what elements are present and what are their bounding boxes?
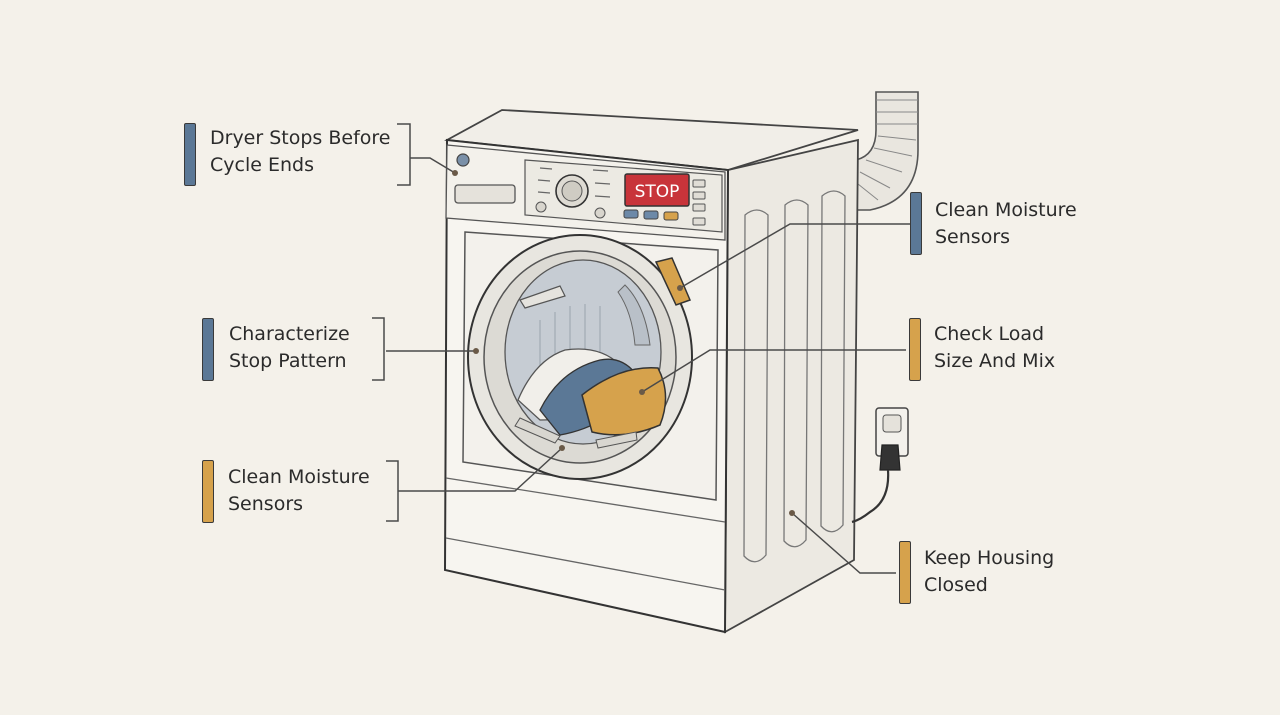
kick-panel xyxy=(445,477,726,591)
callout-check-load-bar xyxy=(909,318,921,381)
callout-dryer-stops-bar xyxy=(184,123,196,186)
callout-keep-housing-bar xyxy=(899,541,911,604)
detergent-drawer xyxy=(454,184,516,204)
leader-dots xyxy=(452,170,795,516)
wall-outlet xyxy=(851,407,909,524)
callout-dryer-stops-line1: Dryer Stops Before xyxy=(210,127,391,149)
callout-moisture-sensors-top-bar xyxy=(910,192,922,255)
callout-moisture-sensors-bottom: Clean Moisture Sensors xyxy=(228,464,370,518)
callout-characterize-line2: Stop Pattern xyxy=(229,350,347,372)
callout-moisture-sensors-bottom-line1: Clean Moisture xyxy=(228,466,370,488)
callout-characterize-line1: Characterize xyxy=(229,323,350,345)
callout-moisture-sensors-top-line2: Sensors xyxy=(935,226,1011,248)
callout-moisture-sensors-bottom-line2: Sensors xyxy=(228,493,304,515)
callout-characterize: Characterize Stop Pattern xyxy=(229,321,350,375)
stop-display-text: STOP xyxy=(635,182,680,202)
door xyxy=(467,234,693,480)
callout-keep-housing: Keep Housing Closed xyxy=(924,545,1054,599)
callout-check-load-line1: Check Load xyxy=(934,323,1045,345)
callout-characterize-bar xyxy=(202,318,214,381)
callout-moisture-sensors-bottom-bar xyxy=(202,460,214,523)
power-button xyxy=(456,153,470,167)
callout-dryer-stops-line2: Cycle Ends xyxy=(210,154,314,176)
vent-duct xyxy=(855,91,919,211)
callout-moisture-sensors-top: Clean Moisture Sensors xyxy=(935,197,1077,251)
leader-lines xyxy=(386,157,912,574)
callout-keep-housing-line1: Keep Housing xyxy=(924,547,1055,569)
callout-keep-housing-line2: Closed xyxy=(924,574,988,596)
dryer-side-panel xyxy=(724,138,859,634)
control-panel xyxy=(445,144,726,241)
callout-moisture-sensors-top-line1: Clean Moisture xyxy=(935,199,1077,221)
label-brackets xyxy=(372,123,411,522)
moisture-sensor-bar xyxy=(654,257,692,306)
callout-check-load: Check Load Size And Mix xyxy=(934,321,1055,375)
callout-check-load-line2: Size And Mix xyxy=(934,350,1056,372)
stop-display xyxy=(624,173,690,207)
orange-laundry xyxy=(581,366,667,436)
callout-dryer-stops: Dryer Stops Before Cycle Ends xyxy=(210,125,390,179)
